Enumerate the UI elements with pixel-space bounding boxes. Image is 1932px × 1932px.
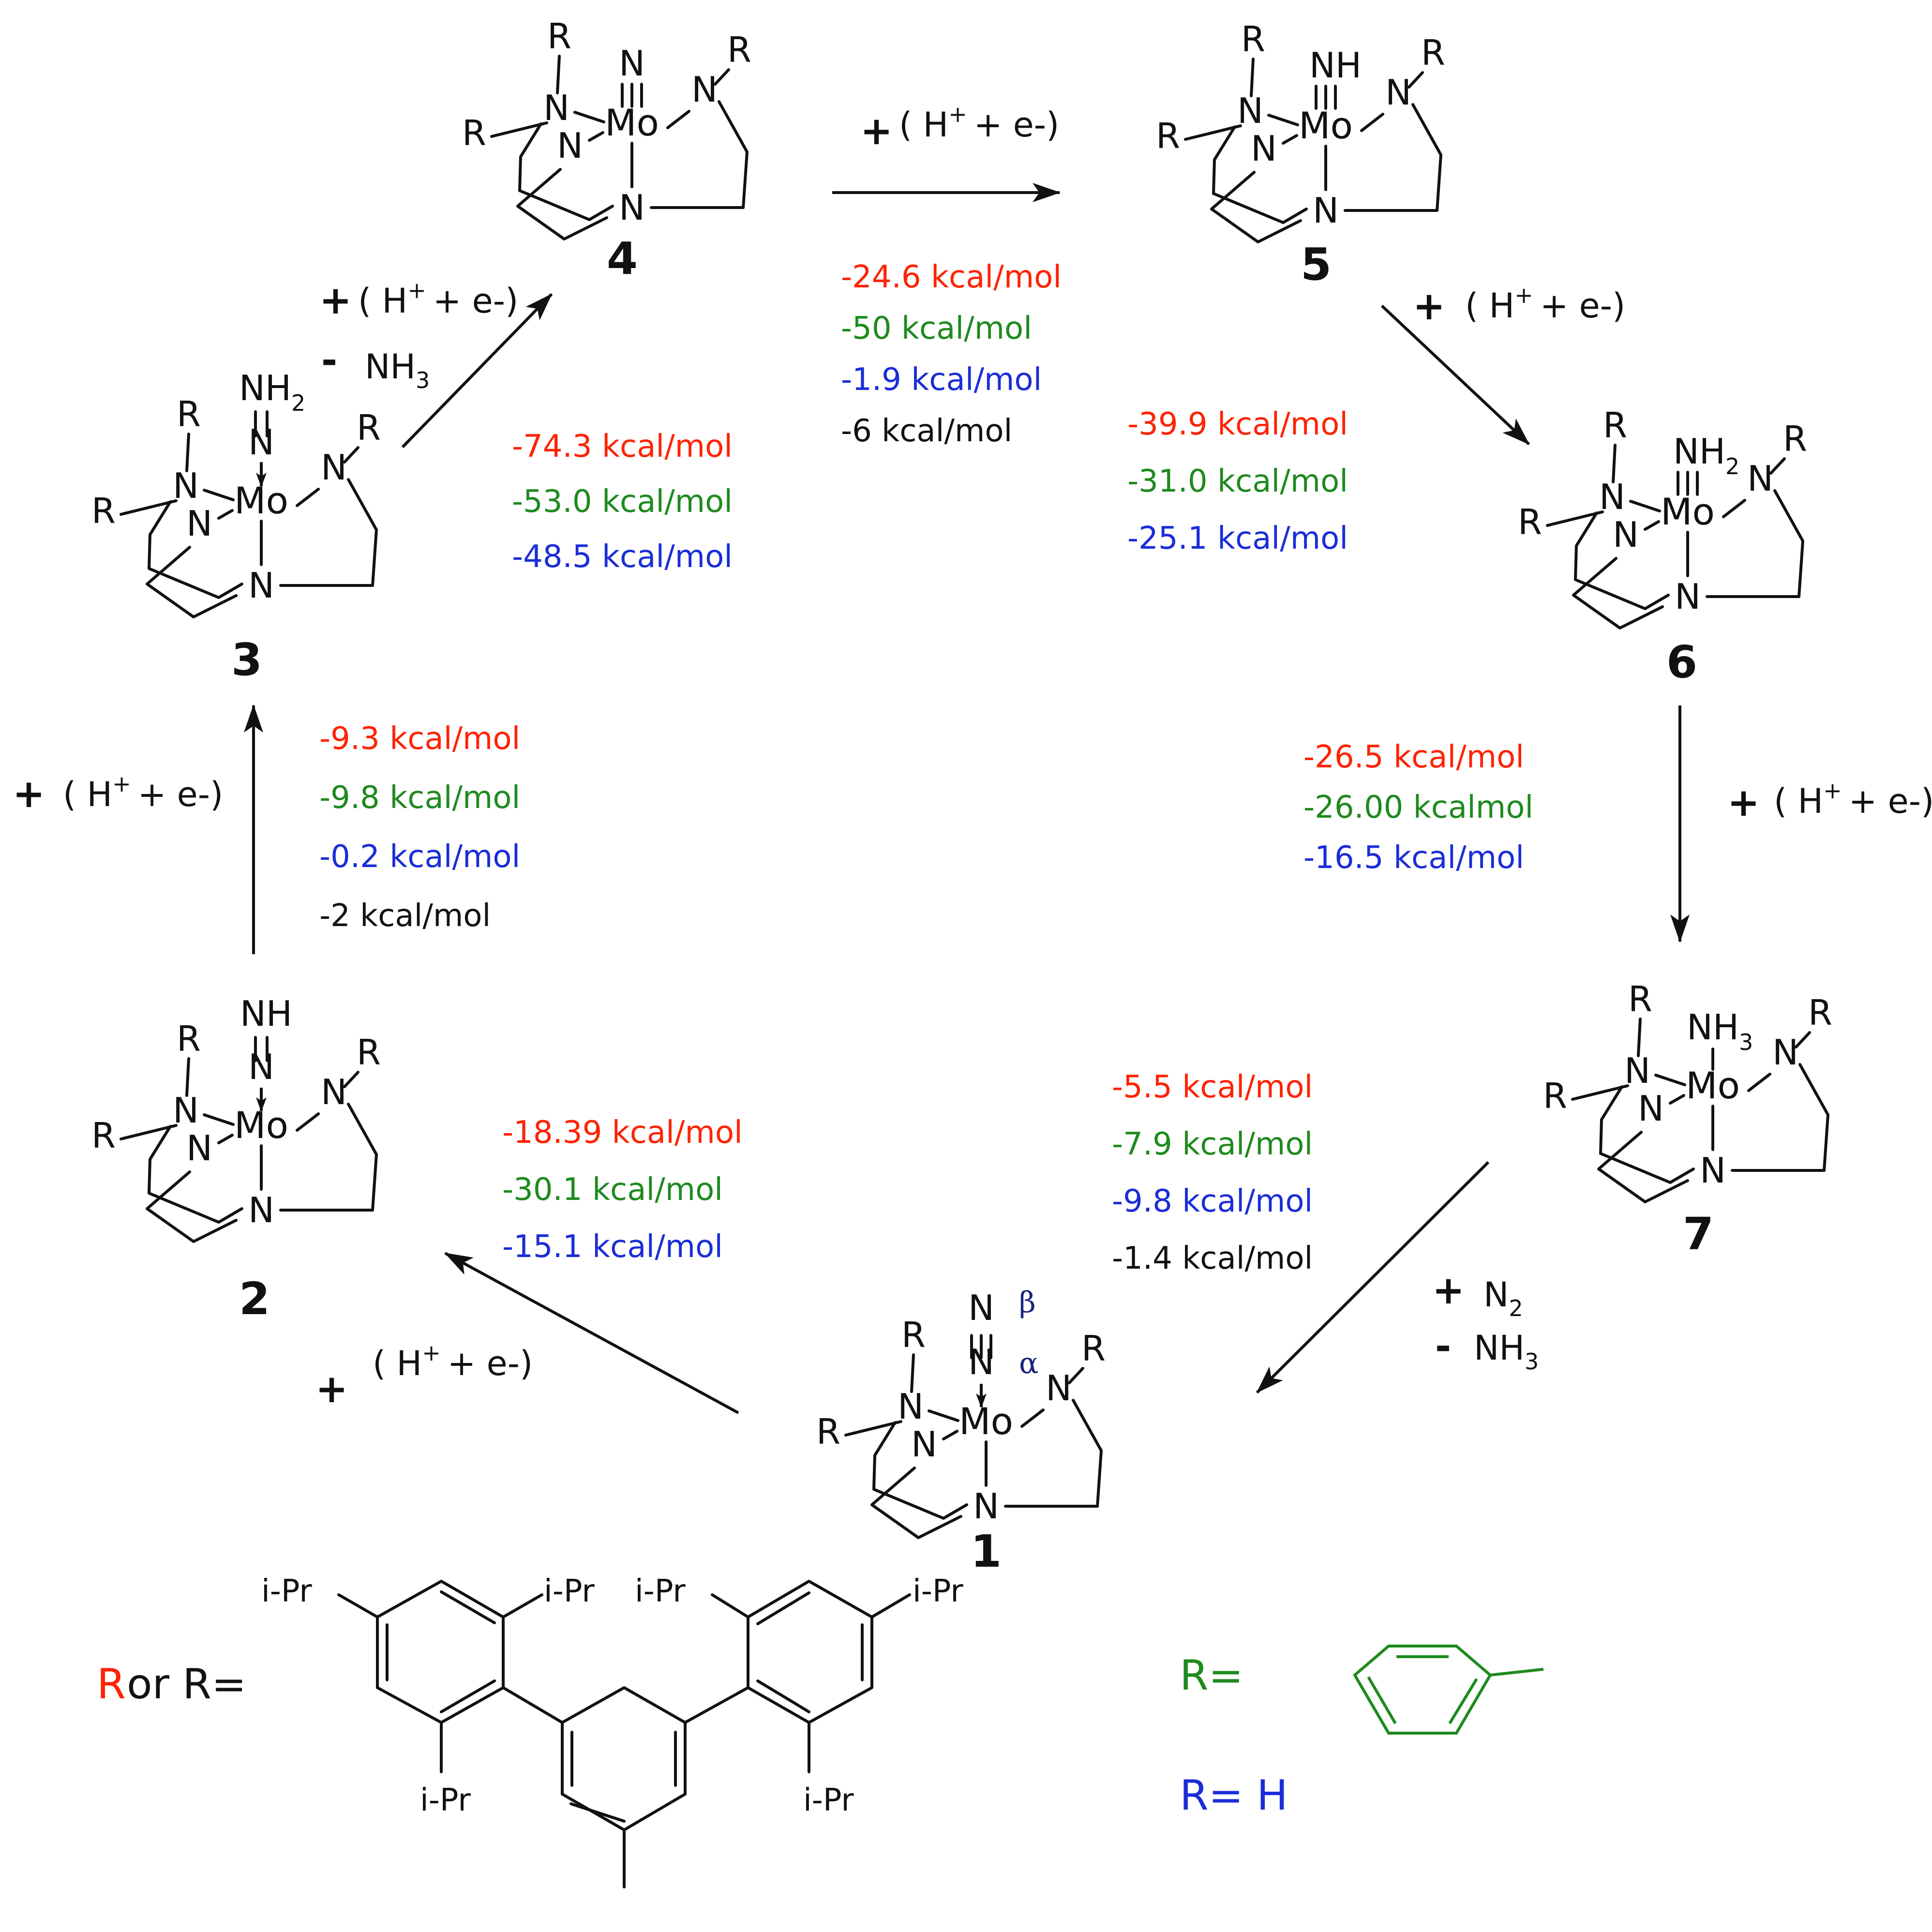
energy-label-black: -6 kcal/mol <box>841 413 1012 449</box>
energy-label-green: -9.8 kcal/mol <box>319 780 520 816</box>
compound-number: 5 <box>1301 239 1332 290</box>
ipr-label: i-Pr <box>913 1573 963 1609</box>
energy-label-green: -7.9 kcal/mol <box>1112 1126 1313 1162</box>
energy-label-blue: -9.8 kcal/mol <box>1112 1183 1313 1219</box>
compound-number: 6 <box>1666 636 1697 688</box>
svg-text:-: - <box>1435 1324 1451 1369</box>
compound-number: 3 <box>231 634 262 686</box>
imide-group: NH <box>1309 45 1362 86</box>
compound-1: N α N β 1 <box>816 1286 1106 1577</box>
legend-green-label: R= <box>1180 1651 1243 1700</box>
phenyl-ring <box>1353 1645 1492 1735</box>
svg-text:N2: N2 <box>1483 1275 1523 1321</box>
energy-label-green: -50 kcal/mol <box>841 311 1032 346</box>
compound-number: 4 <box>607 233 638 285</box>
compound-2: N NH 2 <box>91 993 381 1325</box>
compound-number: 1 <box>971 1526 1002 1577</box>
nh2-group: NH2 <box>1673 431 1739 479</box>
svg-text:NH3: NH3 <box>365 347 430 393</box>
svg-text:+: + <box>315 1366 348 1411</box>
n-atom: N <box>248 1047 274 1087</box>
alpha-label: α <box>1019 1347 1039 1380</box>
nh-group: NH <box>240 993 292 1034</box>
energy-label-red: -26.5 kcal/mol <box>1303 739 1524 775</box>
svg-text:NH3: NH3 <box>1474 1328 1539 1375</box>
reagent-step-1-2: + ( H++ e-) <box>315 1340 533 1411</box>
reagent-step-2-3: + ( H++ e-) <box>13 771 223 816</box>
energy-label-green: -26.00 kcalmol <box>1303 790 1533 825</box>
energy-label-green: -30.1 kcal/mol <box>502 1172 723 1208</box>
energy-label-green: -31.0 kcal/mol <box>1127 464 1348 499</box>
energy-label-black: -2 kcal/mol <box>319 898 491 934</box>
arrow-5-to-6 <box>1380 304 1530 446</box>
compound-number: 7 <box>1683 1208 1714 1260</box>
svg-text:+: + <box>1413 284 1445 329</box>
reagent-step-4-5: + ( H++ e-) <box>860 101 1059 153</box>
svg-text:-: - <box>321 338 337 383</box>
compound-6: NH2 6 <box>1518 405 1807 688</box>
energy-label-red: -9.3 kcal/mol <box>319 721 520 757</box>
svg-text:+: + <box>13 771 45 816</box>
compound-7: NH3 7 <box>1543 979 1832 1260</box>
nh3-group: NH3 <box>1687 1007 1753 1055</box>
energy-label-blue: -16.5 kcal/mol <box>1303 840 1524 876</box>
nh2-group: NH2 <box>239 368 305 416</box>
energy-label-red: -24.6 kcal/mol <box>841 259 1062 295</box>
reagent-step-7-1: + N2 - NH3 <box>1432 1268 1539 1375</box>
arrow-3-to-4 <box>401 293 553 449</box>
n-atom: N <box>248 422 274 463</box>
energy-label-green: -53.0 kcal/mol <box>512 484 733 520</box>
svg-text:( H++ e-): ( H++ e-) <box>373 1340 533 1383</box>
compound-3: N NH2 3 <box>91 368 381 686</box>
svg-text:( H++ e-): ( H++ e-) <box>899 101 1059 145</box>
energy-label-red: -39.9 kcal/mol <box>1127 406 1348 442</box>
ipr-label: i-Pr <box>635 1573 686 1609</box>
svg-text:( H++ e-): ( H++ e-) <box>1465 282 1625 326</box>
energy-label-blue: -1.9 kcal/mol <box>841 362 1042 398</box>
reagent-step-3-4: + ( H++ e-) - NH3 <box>319 277 518 393</box>
energy-label-blue: -25.1 kcal/mol <box>1127 521 1348 556</box>
ipr-label: i-Pr <box>544 1573 595 1609</box>
legend-phenyl: R= <box>1180 1645 1544 1735</box>
legend-blue-label: R= H <box>1180 1771 1288 1820</box>
ipr-label: i-Pr <box>261 1573 312 1609</box>
energy-label-black: -1.4 kcal/mol <box>1112 1241 1313 1276</box>
ipr-label: i-Pr <box>420 1782 471 1818</box>
legend-red-r: R <box>97 1660 126 1708</box>
compound-4: N 4 <box>462 16 751 285</box>
energy-label-blue: -15.1 kcal/mol <box>502 1229 723 1265</box>
energy-label-red: -74.3 kcal/mol <box>512 429 733 464</box>
legend-or-label: or R= <box>127 1660 246 1708</box>
svg-text:( H++ e-): ( H++ e-) <box>63 771 223 814</box>
ipr-label: i-Pr <box>803 1782 854 1818</box>
svg-text:( H++ e-): ( H++ e-) <box>1774 778 1932 821</box>
reagent-step-6-7: + ( H++ e-) <box>1727 778 1932 825</box>
beta-label: β <box>1019 1286 1036 1319</box>
arrow-7-to-1 <box>1256 1161 1490 1394</box>
svg-text:( H++ e-): ( H++ e-) <box>358 277 518 321</box>
svg-text:+: + <box>1727 780 1760 825</box>
svg-text:+: + <box>319 278 352 323</box>
energy-label-red: -18.39 kcal/mol <box>502 1115 743 1151</box>
compound-number: 2 <box>239 1273 270 1325</box>
svg-text:+: + <box>860 108 893 153</box>
energy-label-blue: -0.2 kcal/mol <box>319 839 520 875</box>
energy-label-blue: -48.5 kcal/mol <box>512 539 733 575</box>
energy-labels: -18.39 kcal/mol -30.1 kcal/mol -15.1 kcal/… <box>319 259 1533 1276</box>
reagent-step-5-6: + ( H++ e-) <box>1413 282 1625 329</box>
legend-terphenyl: R or R= i-Pr i-Pr i-Pr i-Pr i-Pr i-Pr <box>97 1573 963 1888</box>
arrow-1-to-2 <box>444 1252 739 1414</box>
svg-text:+: + <box>1432 1268 1465 1313</box>
n-beta-atom: N <box>968 1288 994 1328</box>
energy-label-red: -5.5 kcal/mol <box>1112 1069 1313 1105</box>
nitride-atom: N <box>619 43 645 84</box>
compound-5: NH 5 <box>1156 19 1445 290</box>
